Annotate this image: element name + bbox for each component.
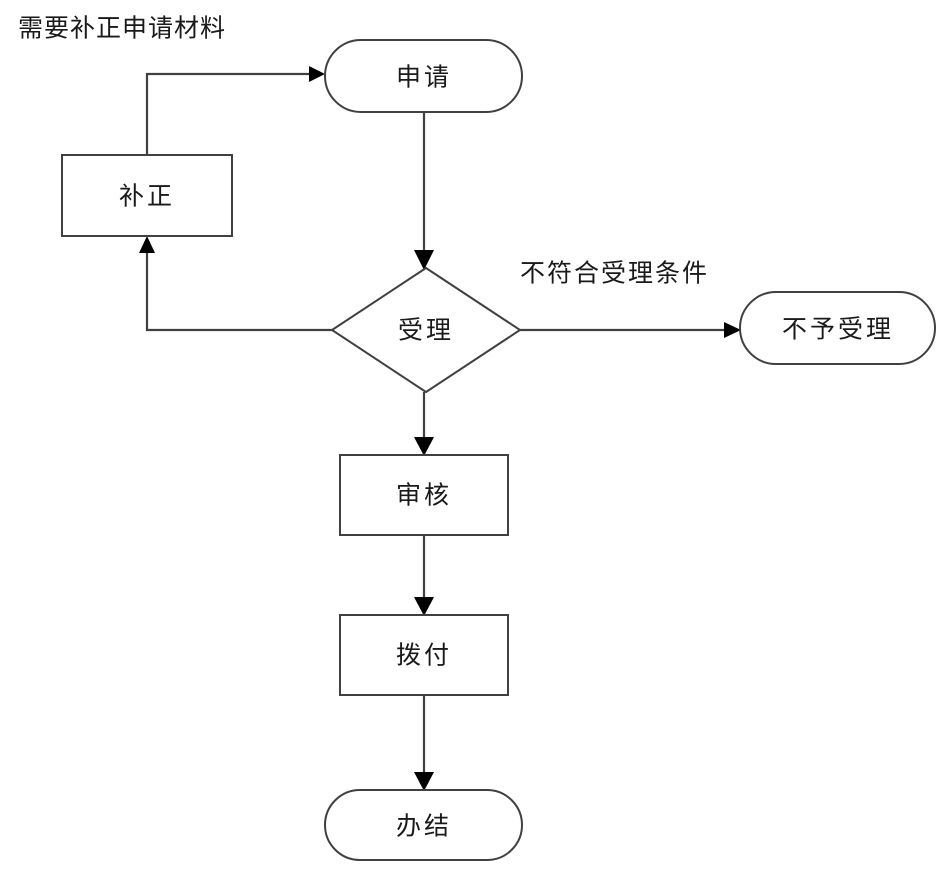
- edge-review-to-disburse: [414, 535, 434, 616]
- edge-supplement-to-apply: [145, 66, 325, 155]
- edge-disburse-to-complete: [414, 695, 434, 791]
- edge-path: [145, 249, 332, 332]
- caption-supplement-materials: 需要补正申请材料: [18, 14, 226, 43]
- node-apply[interactable]: 申请: [324, 39, 523, 113]
- edge-accept-to-supplement: [139, 236, 332, 332]
- node-review-shape[interactable]: [339, 454, 509, 536]
- node-apply-shape[interactable]: [324, 39, 523, 113]
- edge-accept-to-review: [414, 392, 434, 456]
- node-supplement[interactable]: 补正: [61, 154, 233, 237]
- node-disburse-label: 拨付: [396, 641, 452, 670]
- node-complete-shape[interactable]: [324, 789, 523, 861]
- node-supplement-shape[interactable]: [61, 154, 233, 237]
- node-disburse-shape[interactable]: [339, 614, 509, 696]
- node-apply-label: 申请: [396, 63, 452, 92]
- node-reject-label: 不予受理: [782, 315, 894, 344]
- edge-accept-to-reject: [520, 322, 741, 338]
- node-reject-shape[interactable]: [739, 291, 936, 365]
- node-complete-label: 办结: [396, 812, 452, 841]
- arrowhead-icon: [414, 250, 434, 270]
- node-accept[interactable]: 受理: [330, 266, 522, 394]
- node-accept-label: 受理: [398, 316, 454, 345]
- arrowhead-icon: [309, 66, 325, 82]
- arrowhead-icon: [724, 322, 741, 338]
- edge-label-reject-condition: 不符合受理条件: [520, 259, 709, 288]
- edge-apply-to-accept: [414, 112, 434, 270]
- node-accept-shape[interactable]: [330, 266, 522, 394]
- node-review-label: 审核: [396, 481, 452, 510]
- node-complete[interactable]: 办结: [324, 789, 523, 861]
- node-reject[interactable]: 不予受理: [739, 291, 936, 365]
- arrowhead-icon: [414, 772, 434, 791]
- arrowhead-icon: [139, 236, 155, 253]
- node-review[interactable]: 审核: [339, 454, 509, 536]
- arrowhead-icon: [414, 597, 434, 616]
- arrowhead-icon: [414, 437, 434, 456]
- edge-path: [145, 72, 313, 155]
- node-supplement-label: 补正: [119, 182, 175, 211]
- node-disburse[interactable]: 拨付: [339, 614, 509, 696]
